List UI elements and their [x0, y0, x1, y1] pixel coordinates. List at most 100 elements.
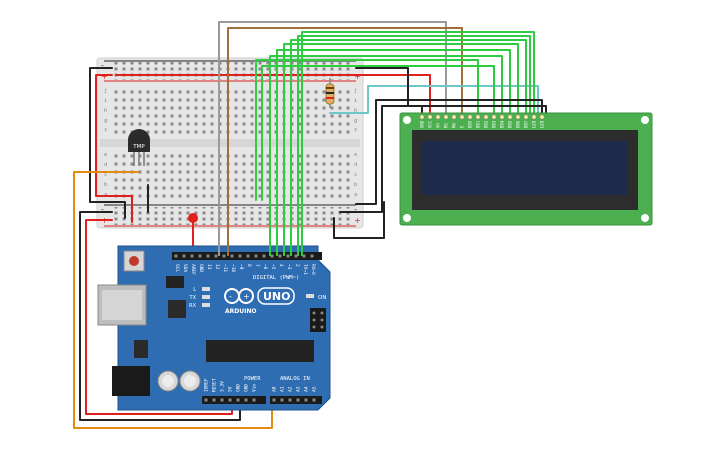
- wire-black-left[interactable]: [89, 67, 126, 219]
- wire-joint: [188, 213, 198, 223]
- header-pin[interactable]: [312, 398, 316, 402]
- header-pin[interactable]: [310, 254, 314, 258]
- header-pin[interactable]: [252, 398, 256, 402]
- header-pin[interactable]: [238, 254, 242, 258]
- pin-label: ~5: [270, 264, 276, 270]
- wire-black-lcd-right-2[interactable]: [339, 105, 547, 213]
- wire-green-data[interactable]: [290, 39, 527, 201]
- wire-gray-lcd[interactable]: [218, 21, 447, 253]
- lcd-pin[interactable]: [515, 114, 521, 120]
- header-pin[interactable]: [280, 398, 284, 402]
- header-pin[interactable]: [254, 254, 258, 258]
- header-pin[interactable]: [222, 254, 226, 258]
- lcd-pin[interactable]: [419, 114, 425, 120]
- power-jack: [112, 366, 150, 396]
- led: [202, 287, 210, 291]
- lcd-pin[interactable]: [523, 114, 529, 120]
- header-pin[interactable]: [190, 254, 194, 258]
- lcd-pin-label: VCC: [428, 120, 433, 128]
- header-pin[interactable]: [236, 398, 240, 402]
- wire-green-data[interactable]: [283, 43, 519, 201]
- wire-green-rs[interactable]: [255, 59, 479, 201]
- wire-black-bottom-right[interactable]: [333, 201, 385, 239]
- header-pin[interactable]: [286, 254, 290, 258]
- lcd-pin-label: DB0: [468, 120, 473, 128]
- lcd-pin[interactable]: [499, 114, 505, 120]
- lcd-pin[interactable]: [459, 114, 465, 120]
- rail-minus-bottom-right: -: [354, 205, 357, 214]
- wire-green-e[interactable]: [261, 65, 495, 201]
- row-letter: b: [104, 182, 107, 188]
- lcd-pin[interactable]: [467, 114, 473, 120]
- lcd-pin[interactable]: [531, 114, 537, 120]
- lcd-pin[interactable]: [451, 114, 457, 120]
- pin-label: A1: [280, 386, 286, 392]
- pin-label: ~6: [262, 264, 268, 270]
- header-pin[interactable]: [206, 254, 210, 258]
- header-pin[interactable]: [272, 398, 276, 402]
- header-pin[interactable]: [244, 398, 248, 402]
- pin-label: A5: [312, 386, 318, 392]
- header-pin[interactable]: [278, 254, 282, 258]
- sensor-label: TMP: [132, 144, 145, 150]
- header-pin[interactable]: [212, 398, 216, 402]
- resistor[interactable]: [325, 78, 335, 108]
- wire-green-data[interactable]: [269, 55, 503, 201]
- header-pin[interactable]: [220, 398, 224, 402]
- lcd-pin-label: DB6: [516, 120, 521, 128]
- led-label: RX: [189, 303, 196, 309]
- wire-green-data[interactable]: [301, 31, 535, 201]
- logo-text: ARDUINO: [225, 308, 256, 315]
- lcd-pin[interactable]: [507, 114, 513, 120]
- lcd-pin[interactable]: [435, 114, 441, 120]
- header-pin[interactable]: [228, 398, 232, 402]
- header-pin[interactable]: [304, 398, 308, 402]
- lcd-pin-label: DB5: [508, 120, 513, 128]
- header-pin[interactable]: [288, 398, 292, 402]
- led-label: TX: [189, 295, 197, 301]
- header-pin[interactable]: [214, 254, 218, 258]
- row-letter: a: [354, 192, 357, 198]
- wire-red-left[interactable]: [95, 74, 133, 223]
- lcd-pin[interactable]: [483, 114, 489, 120]
- row-letter: e: [104, 152, 107, 158]
- header-pin[interactable]: [204, 398, 208, 402]
- lcd-pin[interactable]: [427, 114, 433, 120]
- lcd-pin-label: DB3: [492, 120, 497, 128]
- wire-cyan-resistor[interactable]: [329, 85, 539, 115]
- lcd-pin[interactable]: [475, 114, 481, 120]
- wire-brown-lcd[interactable]: [227, 27, 463, 253]
- wire-black-lcd-right-1[interactable]: [355, 99, 543, 205]
- header-pin[interactable]: [262, 254, 266, 258]
- led-label: L: [193, 287, 196, 293]
- header-pin[interactable]: [230, 254, 234, 258]
- pin-label: ~11: [222, 264, 228, 272]
- header-pin[interactable]: [246, 254, 250, 258]
- lcd-pin[interactable]: [539, 114, 545, 120]
- header-pin[interactable]: [198, 254, 202, 258]
- pin-label: SCL: [174, 264, 180, 272]
- lcd-pin[interactable]: [491, 114, 497, 120]
- header-pin[interactable]: [270, 254, 274, 258]
- header-pin[interactable]: [182, 254, 186, 258]
- pin-label: 13: [206, 264, 212, 270]
- lcd-pin[interactable]: [443, 114, 449, 120]
- header-pin[interactable]: [296, 398, 300, 402]
- rail-minus-top-left: -: [101, 61, 104, 70]
- wire-green-data[interactable]: [276, 49, 511, 201]
- temperature-sensor[interactable]: TMP: [128, 129, 150, 166]
- row-letter: g: [104, 118, 107, 124]
- wire-green-data[interactable]: [297, 35, 531, 201]
- header-pin[interactable]: [174, 254, 178, 258]
- header-pin[interactable]: [302, 254, 306, 258]
- led: [202, 295, 210, 299]
- wire-black-gnd[interactable]: [79, 211, 241, 421]
- wire-orange-a0[interactable]: [73, 171, 273, 429]
- header-pin[interactable]: [294, 254, 298, 258]
- pin-label: ~10: [230, 264, 236, 272]
- pin-label: RX←0: [310, 264, 316, 275]
